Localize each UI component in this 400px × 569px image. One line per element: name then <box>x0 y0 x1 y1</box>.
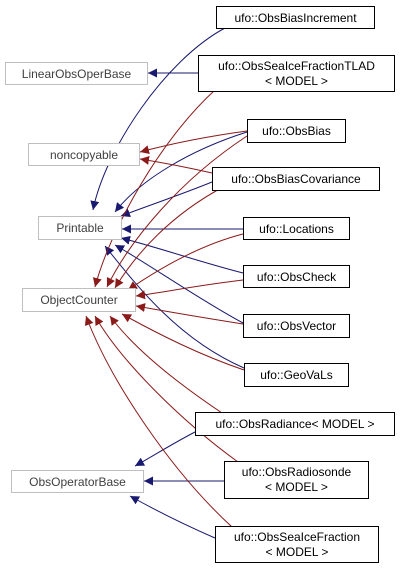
node-label: ufo::Locations <box>259 222 334 236</box>
node-label-line-2: < MODEL > <box>266 545 329 559</box>
edge-geovals-objectcounter <box>121 313 245 371</box>
node-linear-obs-oper-base[interactable]: LinearObsOperBase <box>5 62 148 85</box>
edge-obsbiascovariance-printable <box>120 181 213 218</box>
node-obs-operator-base[interactable]: ObsOperatorBase <box>11 470 144 493</box>
edge-obsbias-objectcounter <box>106 135 248 288</box>
node-label-line-2: < MODEL > <box>265 74 328 88</box>
blue-edges <box>90 27 248 539</box>
node-label-line-2: < MODEL > <box>265 480 328 494</box>
node-obs-bias-increment[interactable]: ufo::ObsBiasIncrement <box>216 6 375 29</box>
node-obs-bias[interactable]: ufo::ObsBias <box>247 119 346 143</box>
edge-obsradiance-objectcounter <box>109 315 226 416</box>
node-obs-seaice-fraction-tlad[interactable]: ufo::ObsSeaIceFractionTLAD < MODEL > <box>198 55 395 92</box>
edge-obsvector-objectcounter <box>135 303 244 325</box>
node-noncopyable[interactable]: noncopyable <box>28 143 140 166</box>
node-label: ufo::ObsRadiance< MODEL > <box>216 417 375 431</box>
node-label: LinearObsOperBase <box>22 67 132 81</box>
node-obs-radiosonde[interactable]: ufo::ObsRadiosonde < MODEL > <box>224 461 369 499</box>
node-printable[interactable]: Printable <box>38 216 122 240</box>
node-label: ObjectCounter <box>40 293 117 307</box>
node-label: ufo::GeoVaLs <box>260 368 333 382</box>
node-obs-check[interactable]: ufo::ObsCheck <box>243 265 350 288</box>
node-label: noncopyable <box>50 148 118 162</box>
node-label: ObsOperatorBase <box>29 475 126 489</box>
edge-obsbiascovariance-noncopyable <box>139 155 213 174</box>
node-label: ufo::ObsCheck <box>257 270 337 284</box>
node-label: ufo::ObsBiasCovariance <box>231 172 361 186</box>
node-obs-vector[interactable]: ufo::ObsVector <box>243 314 350 338</box>
edge-obsseaicefraction-objectcounter <box>84 315 233 528</box>
node-label-line-1: ufo::ObsSeaIceFractionTLAD <box>218 59 375 73</box>
edge-obsbiasincrement-printable <box>90 27 226 211</box>
edge-locations-objectcounter <box>127 233 244 291</box>
edge-geovals-printable <box>104 245 245 369</box>
edge-obsbias-printable <box>114 131 248 213</box>
node-geovals[interactable]: ufo::GeoVaLs <box>244 363 349 387</box>
red-edges <box>84 89 248 528</box>
node-obs-bias-covariance[interactable]: ufo::ObsBiasCovariance <box>212 167 380 191</box>
edge-obsseaicefraction-obsoperatorbase <box>129 495 216 539</box>
edge-obsbiascovariance-objectcounter <box>114 185 226 289</box>
node-label: ufo::ObsBiasIncrement <box>234 11 357 25</box>
edge-obsseaicefractiontlad-objectcounter <box>92 89 216 288</box>
edge-obsbias-noncopyable <box>139 130 248 155</box>
edge-obscheck-printable <box>120 235 244 274</box>
node-label-line-1: ufo::ObsSeaIceFraction <box>234 530 360 544</box>
node-label-line-1: ufo::ObsRadiosonde <box>242 465 352 479</box>
node-label: ufo::ObsVector <box>257 319 336 333</box>
node-obs-radiance[interactable]: ufo::ObsRadiance< MODEL > <box>195 412 395 436</box>
edge-obsradiance-obsoperatorbase <box>134 431 196 467</box>
node-label: ufo::ObsBias <box>262 124 331 138</box>
edge-obsradiosonde-objectcounter <box>94 315 239 463</box>
node-obs-seaice-fraction[interactable]: ufo::ObsSeaIceFraction < MODEL > <box>215 526 379 563</box>
node-label: Printable <box>56 221 104 235</box>
edge-obscheck-objectcounter <box>135 279 244 300</box>
node-locations[interactable]: ufo::Locations <box>243 217 350 240</box>
node-object-counter[interactable]: ObjectCounter <box>22 288 136 312</box>
